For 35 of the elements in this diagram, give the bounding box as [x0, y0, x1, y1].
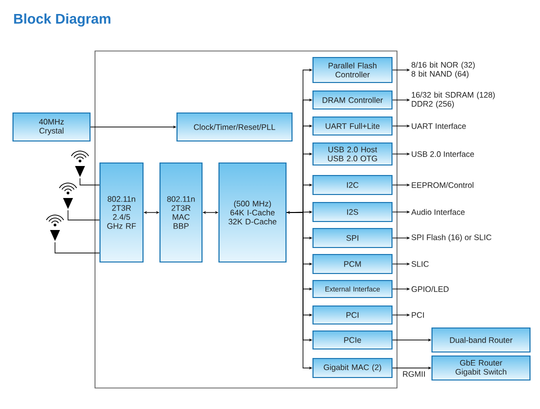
- block-box: GbE Router Gigabit Switch: [431, 355, 531, 381]
- arrow: [80, 178, 100, 186]
- interface-label: SPI Flash (16) or SLIC: [412, 234, 492, 242]
- chip-outline: [94, 50, 398, 388]
- block-box: USB 2.0 Host USB 2.0 OTG: [312, 142, 393, 166]
- block-box: 802.11n 2T3R 2.4/5 GHz RF: [99, 162, 144, 263]
- interface-label: UART Interface: [412, 123, 466, 129]
- antenna-icon: [46, 214, 64, 241]
- antenna-icon: [58, 182, 78, 209]
- interface-label: Audio Interface: [411, 209, 465, 215]
- block-box: UART Full+Lite: [312, 116, 393, 136]
- interface-label: PCI: [412, 312, 424, 318]
- interface-label: EEPROM/Control: [412, 182, 474, 188]
- interface-label: USB 2.0 Interface: [412, 151, 474, 157]
- block-box: 40MHz Crystal: [12, 112, 91, 142]
- block-box: Clock/Timer/Reset/PLL: [176, 112, 293, 142]
- edge-label: RGMII: [403, 371, 425, 377]
- interface-label: 16/32 bit SDRAM (128) DDR2 (256): [412, 92, 495, 108]
- antenna-icon: [70, 150, 90, 177]
- block-box: PCIe: [312, 330, 393, 350]
- title: Block Diagram: [14, 13, 110, 27]
- block-box: (500 MHz) 64K I-Cache 32K D-Cache: [218, 162, 287, 263]
- block-box: 802.11n 2T3R MAC BBP: [159, 162, 203, 263]
- block-box: SPI: [312, 228, 393, 248]
- interface-label: 8/16 bit NOR (32) 8 bit NAND (64): [412, 62, 475, 78]
- block-box: DRAM Controller: [312, 90, 393, 110]
- block-box: PCM: [312, 254, 393, 274]
- block-box: PCI: [312, 305, 393, 325]
- interface-label: SLIC: [412, 261, 429, 267]
- block-box: I2C: [312, 174, 393, 196]
- block-box: Parallel Flash Controller: [312, 56, 393, 84]
- block-box: Dual-band Router: [431, 327, 531, 353]
- interface-label: GPIO/LED: [412, 286, 449, 292]
- block-box: Gigabit MAC (2): [312, 358, 393, 378]
- block-box: I2S: [312, 202, 393, 222]
